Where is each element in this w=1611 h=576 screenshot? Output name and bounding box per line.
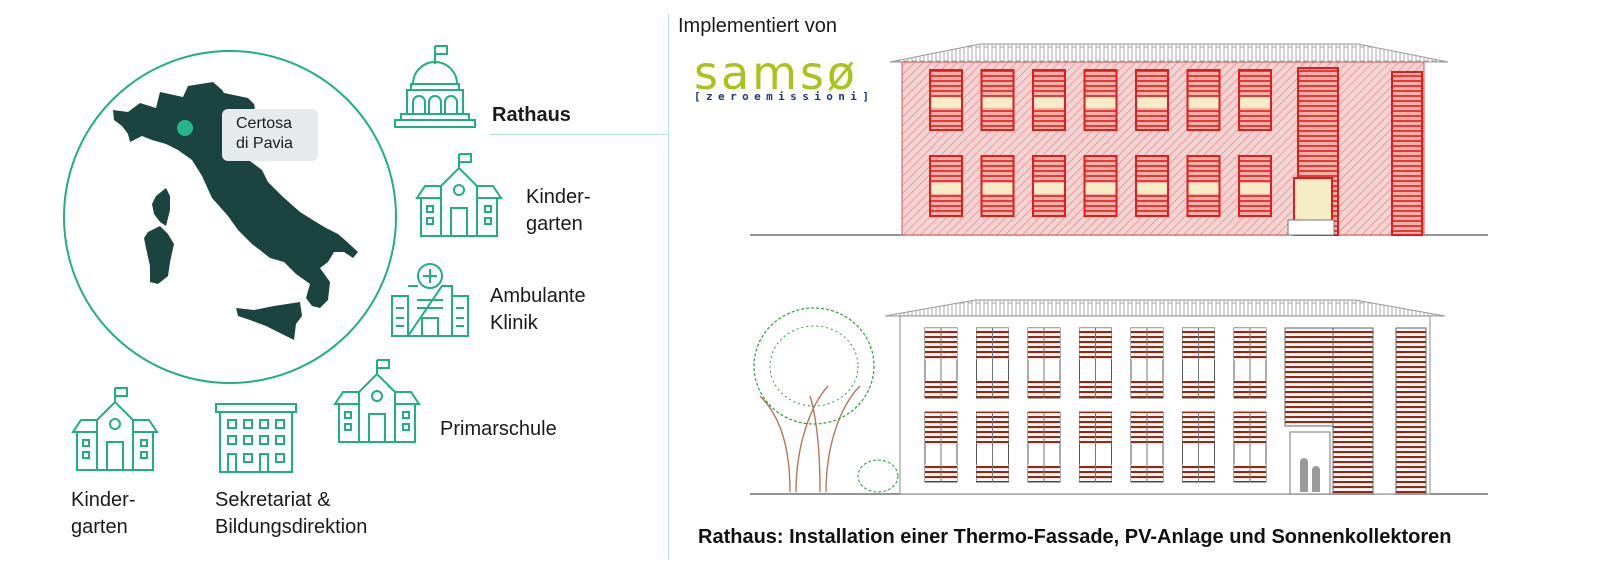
location-label-line1: Certosa (236, 115, 293, 132)
map-circle (63, 50, 397, 384)
implementer-heading: Implementiert von (678, 15, 837, 37)
town-hall-icon (394, 45, 476, 128)
building-label-kindergarten-2: Kinder- garten (71, 487, 135, 541)
building-label-rathaus: Rathaus (492, 104, 571, 126)
tree-illustration (753, 307, 899, 493)
label-line1: Sekretariat & (215, 489, 331, 511)
rathaus-connector-line (490, 134, 668, 135)
sardinia (144, 226, 174, 284)
school-icon (415, 152, 503, 238)
label-line1: Ambulante (490, 285, 586, 307)
location-label: Certosa di Pavia (222, 109, 318, 161)
italy-map (113, 82, 358, 340)
label-line2: Bildungsdirektion (215, 516, 368, 538)
shutter-window (1233, 411, 1267, 483)
label-line2: garten (71, 516, 128, 538)
facade-drawing-rendered (750, 299, 1488, 495)
shutter-window (1182, 411, 1215, 483)
samso-logo-subtext: [zeroemissioni] (694, 90, 875, 103)
label-line2: garten (526, 213, 583, 235)
corsica (152, 188, 170, 226)
clinic-icon (391, 263, 469, 337)
label-line1: Kinder- (526, 186, 591, 208)
school-icon (71, 386, 159, 472)
label-line2: Klinik (490, 312, 538, 334)
shutter-window (1130, 327, 1164, 399)
building-label-primarschule: Primarschule (440, 418, 557, 440)
shutter-window (1079, 411, 1112, 483)
building-label-sekretariat: Sekretariat & Bildungsdirektion (215, 487, 367, 541)
shutter-window (976, 327, 1009, 399)
label-line1: Kinder- (71, 489, 136, 511)
office-building-icon (215, 403, 297, 473)
shutter-window (976, 411, 1009, 483)
building-label-ambulante-klinik: Ambulante Klinik (490, 283, 586, 337)
building-label-kindergarten-1: Kinder- garten (526, 184, 590, 238)
location-label-line2: di Pavia (236, 135, 293, 152)
shutter-window (1130, 411, 1164, 483)
shutter-window (1027, 411, 1061, 483)
shutter-window (1027, 327, 1061, 399)
location-pin[interactable] (177, 120, 193, 136)
samso-logo: samsø (694, 46, 859, 100)
shutter-window (924, 411, 958, 483)
shutter-window (1182, 327, 1215, 399)
shutter-window (1233, 327, 1267, 399)
figure-caption: Rathaus: Installation einer Thermo-Fassa… (698, 526, 1452, 548)
section-divider (668, 14, 669, 560)
italy-mainland (113, 82, 358, 308)
shutter-window (924, 327, 958, 399)
shutter-window (1079, 327, 1112, 399)
sicily (236, 302, 302, 340)
people-silhouette (1300, 458, 1320, 492)
facade-drawing-thermal (750, 43, 1488, 236)
school-icon (333, 358, 421, 444)
